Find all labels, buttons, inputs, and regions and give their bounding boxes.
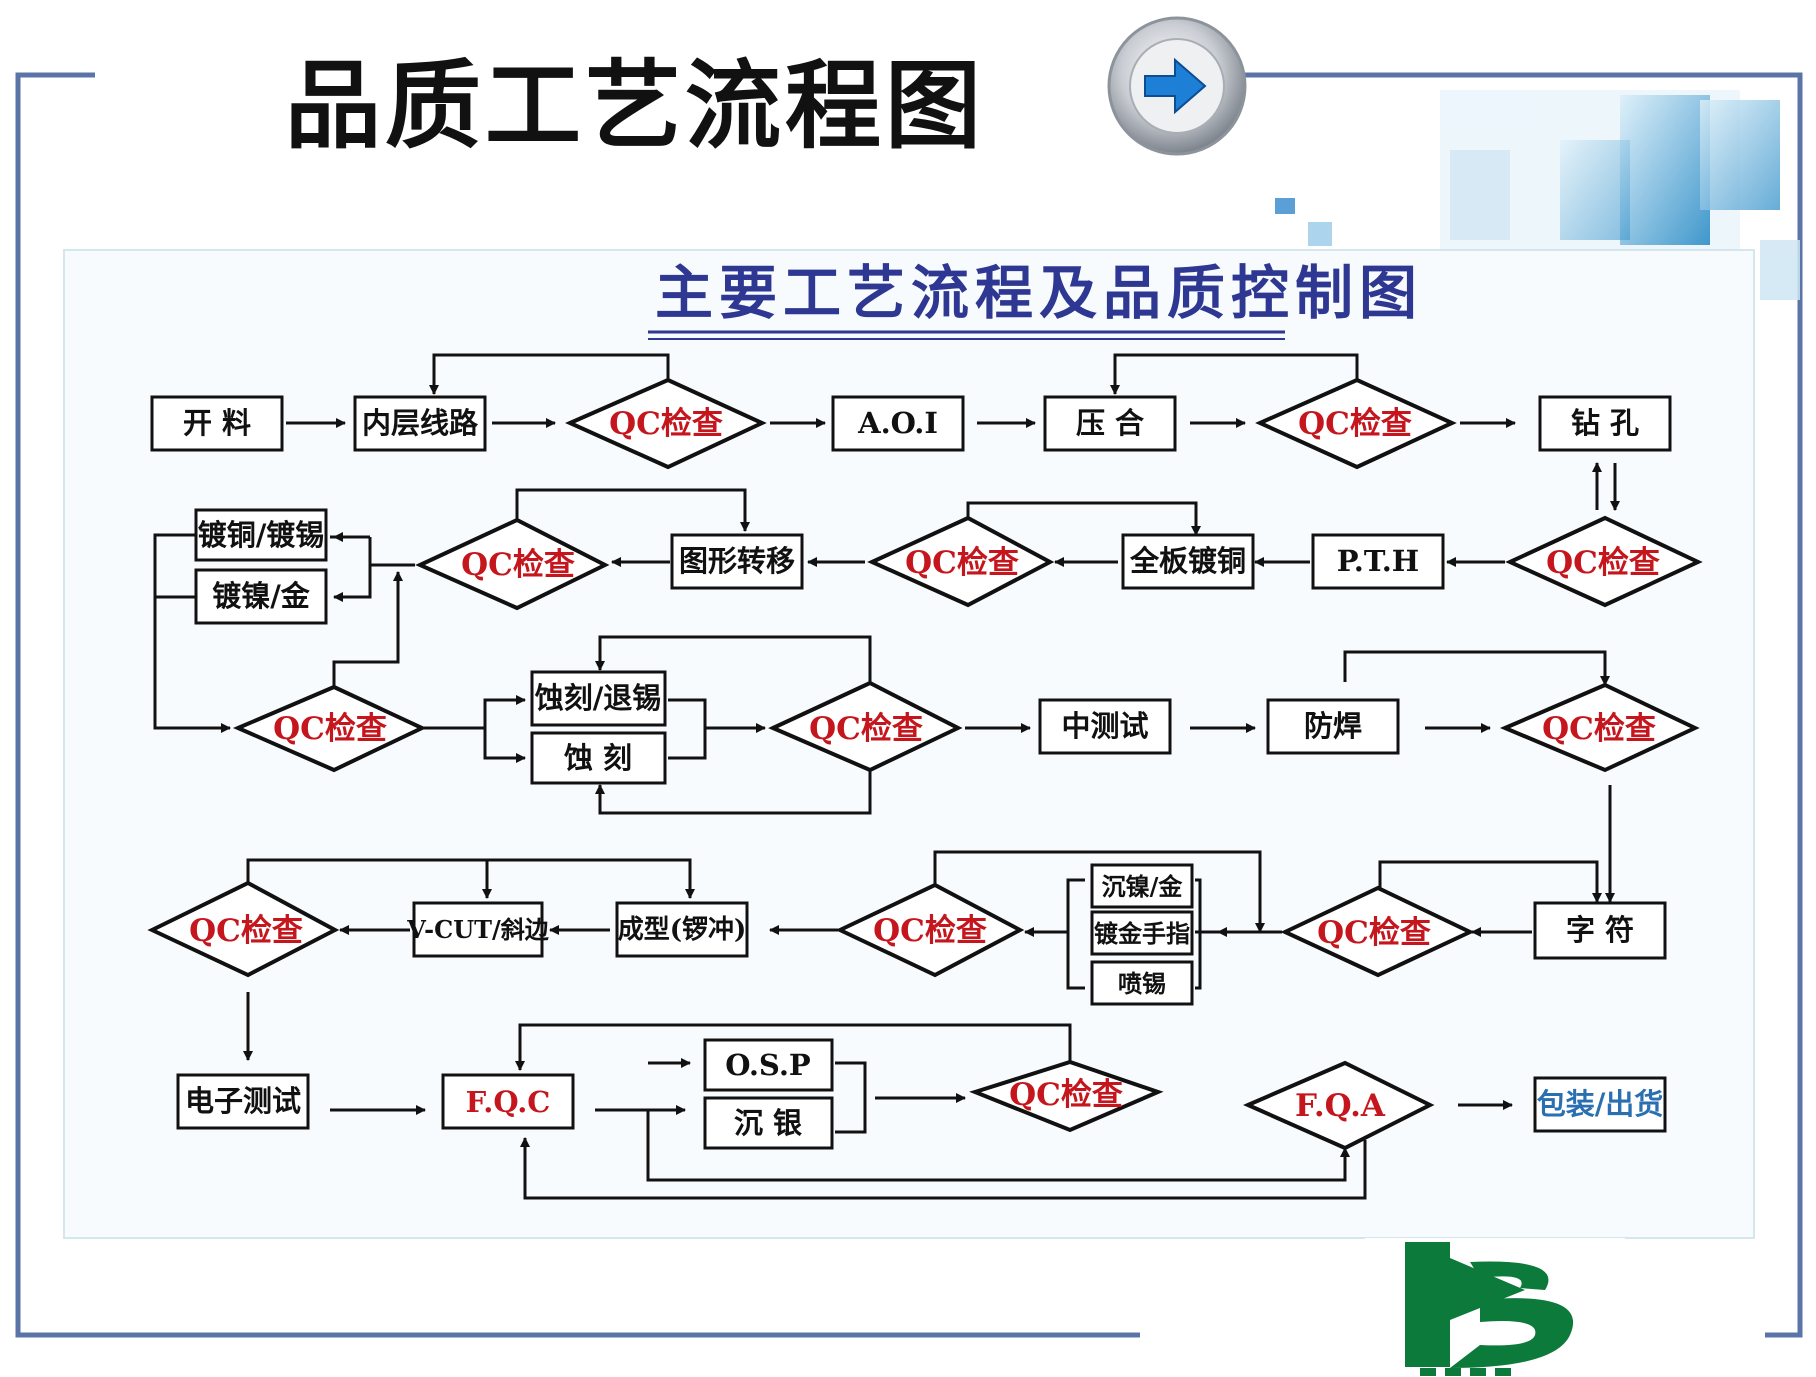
node-qc7: QC检查 [768,680,963,773]
svg-text:V-CUT/斜边: V-CUT/斜边 [406,915,549,944]
svg-text:内层线路: 内层线路 [362,406,479,440]
node-zhongceshi: 中测试 [1038,698,1172,755]
node-dutong: 镀铜/镀锡 [194,508,328,562]
svg-text:沉 银: 沉 银 [734,1106,802,1140]
svg-text:QC检查: QC检查 [1009,1077,1123,1113]
node-qc8: QC检查 [1499,682,1700,773]
svg-text:镀金手指: 镀金手指 [1094,919,1190,948]
node-qc11: QC检查 [147,880,340,978]
svg-text:QC检查: QC检查 [1298,406,1412,442]
node-qc9: QC检查 [1280,885,1475,978]
svg-text:F.Q.C: F.Q.C [466,1085,551,1119]
node-tuxing: 图形转移 [670,533,804,590]
svg-text:F.Q.A: F.Q.A [1295,1088,1386,1124]
svg-text:QC检查: QC检查 [189,913,303,949]
svg-text:P.T.H: P.T.H [1337,544,1419,578]
node-qc4: QC检查 [867,515,1055,608]
node-pth: P.T.H [1311,533,1445,590]
node-chenyin: 沉 银 [703,1096,834,1150]
node-osp: O.S.P [703,1038,834,1092]
svg-text:QC检查: QC检查 [1546,545,1660,581]
node-shike: 蚀 刻 [530,731,667,785]
connectors [153,353,1620,1200]
svg-text:A.O.I: A.O.I [857,406,938,440]
svg-text:QC检查: QC检查 [873,913,987,949]
svg-text:包装/出货: 包装/出货 [1537,1087,1664,1121]
svg-text:QC检查: QC检查 [273,711,387,747]
svg-text:开 料: 开 料 [183,406,251,440]
node-qc10: QC检查 [835,882,1025,978]
svg-text:蚀 刻: 蚀 刻 [563,741,632,775]
node-chengxing: 成型(锣冲) [615,901,749,958]
node-chennie: 沉镍/金 [1090,863,1194,909]
company-logo [1365,1238,1625,1377]
svg-text:QC检查: QC检查 [609,406,723,442]
svg-text:沉镍/金: 沉镍/金 [1102,872,1184,901]
svg-text:钻 孔: 钻 孔 [1571,406,1639,440]
node-neiceng: 内层线路 [353,395,487,452]
node-zifu: 字 符 [1533,901,1667,960]
svg-text:QC检查: QC检查 [461,547,575,583]
node-fqa: F.Q.A [1243,1060,1435,1151]
svg-text:图形转移: 图形转移 [679,544,795,578]
diagram-title: 主要工艺流程及品质控制图 [655,259,1423,327]
svg-text:QC检查: QC检查 [1542,711,1656,747]
slide-title: 品质工艺流程图 [285,49,985,162]
svg-text:QC检查: QC检查 [905,545,1019,581]
node-aoi: A.O.I [831,395,965,452]
node-penxi: 喷锡 [1090,960,1194,1006]
decorative-cubes [1275,90,1800,300]
node-dianzi: 电子测试 [176,1073,310,1130]
svg-text:电子测试: 电子测试 [185,1084,301,1118]
node-fqc: F.Q.C [441,1073,575,1130]
node-vcut: V-CUT/斜边 [406,901,550,958]
node-yahe: 压 合 [1043,395,1177,452]
node-baozhuang: 包装/出货 [1533,1076,1667,1133]
svg-text:QC检查: QC检查 [1317,915,1431,951]
node-dujin: 镀金手指 [1090,910,1194,956]
node-qc12: QC检查 [969,1059,1164,1133]
svg-text:中测试: 中测试 [1061,709,1148,743]
svg-text:蚀刻/退锡: 蚀刻/退锡 [534,681,662,715]
svg-text:全板镀铜: 全板镀铜 [1129,544,1246,578]
node-qc3: QC检查 [1505,515,1703,608]
node-dunie: 镀镍/金 [194,568,328,625]
node-qc2: QC检查 [1255,377,1457,470]
node-qc6: QC检查 [232,684,427,773]
svg-text:镀镍/金: 镀镍/金 [212,579,311,613]
svg-text:防焊: 防焊 [1304,709,1362,743]
node-qc5: QC检查 [415,517,610,611]
svg-text:镀铜/镀锡: 镀铜/镀锡 [198,518,325,552]
svg-text:O.S.P: O.S.P [725,1048,811,1082]
node-shike-tuixi: 蚀刻/退锡 [530,670,667,727]
node-fanghan: 防焊 [1266,698,1400,755]
next-arrow-button[interactable] [1107,16,1247,156]
svg-text:字 符: 字 符 [1566,913,1634,947]
node-zuankong: 钻 孔 [1538,395,1672,452]
arrow-right-icon [1144,57,1207,115]
node-quanban: 全板镀铜 [1121,533,1255,590]
svg-text:QC检查: QC检查 [809,711,923,747]
svg-text:压 合: 压 合 [1076,406,1144,440]
svg-text:成型(锣冲): 成型(锣冲) [618,915,747,945]
svg-text:喷锡: 喷锡 [1118,969,1166,998]
node-kailiao: 开 料 [150,395,284,452]
node-qc1: QC检查 [565,377,767,470]
